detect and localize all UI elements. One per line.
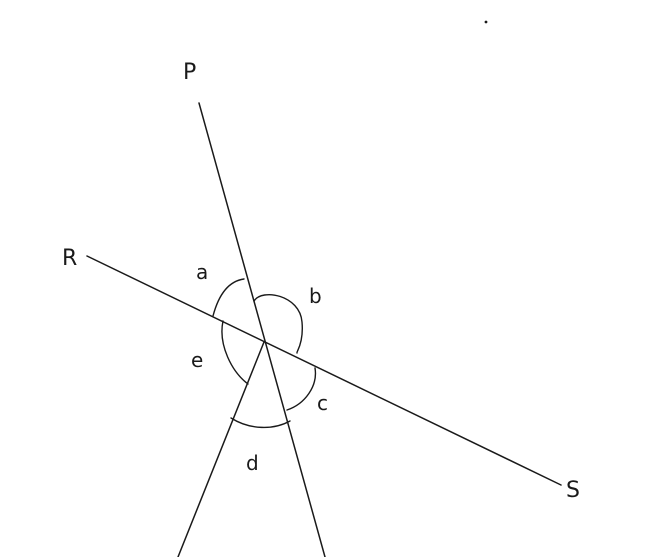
line-p-down [198, 102, 326, 557]
label-point-p: P [183, 60, 196, 85]
speck-dot [484, 20, 488, 24]
arc-angle-a [212, 278, 245, 317]
arc-angle-c [286, 367, 317, 411]
label-angle-a: a [196, 260, 208, 284]
label-angle-b: b [309, 284, 322, 308]
arc-angle-b [253, 293, 304, 354]
label-point-s: S [566, 478, 580, 503]
label-angle-e: e [191, 348, 203, 372]
label-angle-d: d [246, 451, 259, 475]
line-r-s [86, 255, 562, 486]
line-lower-ray [177, 341, 265, 557]
label-point-r: R [62, 246, 77, 271]
arc-angle-d [230, 417, 291, 429]
label-angle-c: c [317, 391, 328, 415]
arc-angle-e [221, 320, 249, 385]
